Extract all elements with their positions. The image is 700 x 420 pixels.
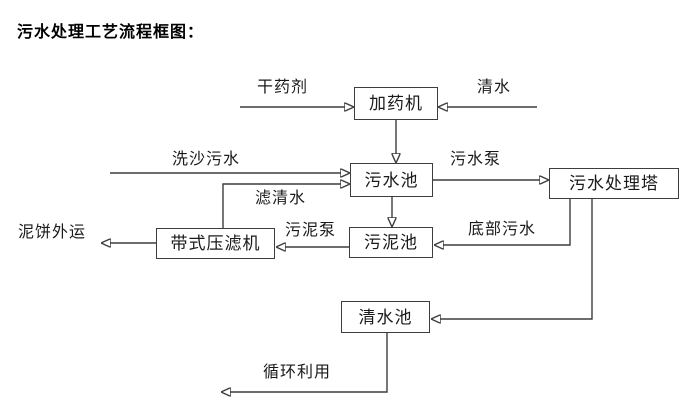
node-sewage-treatment-tower: 污水处理塔 bbox=[549, 168, 679, 199]
connector-belt-press-filtered-water-to-sewage-pool bbox=[222, 184, 341, 228]
label-filtered-water: 滤清水 bbox=[255, 190, 307, 207]
label-sludge-pump: 污泥泵 bbox=[285, 222, 337, 239]
node-clean-water-pool: 清水池 bbox=[341, 301, 430, 333]
node-belt-filter-press: 带式压滤机 bbox=[156, 228, 275, 259]
node-dosing-machine: 加药机 bbox=[354, 87, 438, 120]
node-sewage-pool: 污水池 bbox=[350, 163, 433, 197]
label-bottom-sewage: 底部污水 bbox=[468, 221, 537, 238]
label-sewage-pump: 污水泵 bbox=[450, 151, 502, 168]
node-sludge-pool: 污泥池 bbox=[349, 227, 433, 258]
label-mud-cake-outbound: 泥饼外运 bbox=[18, 224, 87, 241]
label-dry-agent: 干药剂 bbox=[257, 79, 309, 96]
connector-tower-to-clean-water-pool bbox=[440, 199, 593, 319]
label-recycling: 循环利用 bbox=[263, 364, 332, 381]
label-clean-water: 清水 bbox=[477, 79, 512, 96]
diagram-title: 污水处理工艺流程框图： bbox=[17, 24, 205, 41]
connector-clean-water-pool-to-recycling bbox=[230, 333, 388, 392]
connector-tower-bottom-sewage-to-sludge-pool bbox=[443, 199, 571, 245]
label-sand-washing-sewage: 洗沙污水 bbox=[172, 151, 241, 168]
